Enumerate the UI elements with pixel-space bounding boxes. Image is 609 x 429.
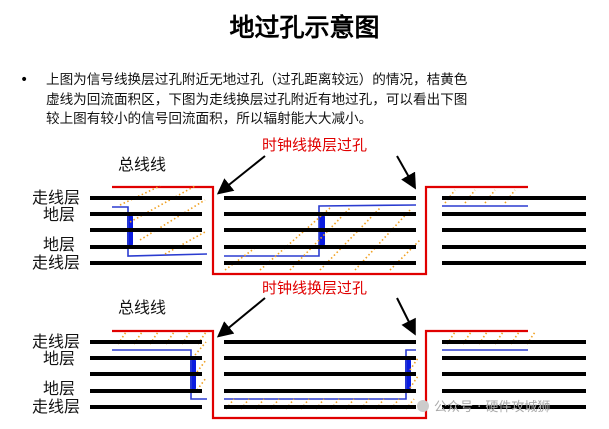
return-area-hatch	[129, 185, 196, 223]
return-area-hatch	[409, 357, 419, 371]
return-area-hatch	[165, 331, 175, 345]
return-area-hatch	[196, 377, 207, 391]
layer-label: 走线层	[32, 253, 80, 272]
description-paragraph: 上图为信号线换层过孔附近无地过孔（过孔距离较远）的情况，桔黄色 虚线为回流面积区…	[46, 71, 586, 130]
return-area-hatch	[139, 199, 206, 241]
diagram-no-ground-via: 总线线 时钟线换层过孔 走线层 地层 地层 走线层	[32, 136, 586, 276]
slide-title: 地过孔示意图	[229, 13, 380, 42]
layer-label: 走线层	[32, 332, 80, 351]
return-area-hatch	[197, 331, 207, 345]
arrow-left	[216, 297, 266, 338]
return-area-hatch	[181, 331, 191, 345]
return-area-hatch	[462, 331, 472, 345]
bullet-marker: •	[20, 72, 29, 88]
via-label: 时钟线换层过孔	[262, 136, 367, 154]
return-area-hatch	[354, 209, 411, 271]
layer-label: 地层	[43, 379, 75, 398]
signal-trace	[112, 329, 528, 420]
watermark: 公众号 · 硬件攻城狮	[417, 400, 550, 415]
return-area-hatch	[117, 331, 127, 345]
return-area-hatch	[224, 247, 256, 271]
layer-label: 走线层	[32, 397, 80, 416]
layer-label: 地层	[43, 349, 75, 368]
paragraph-line: 虚线为回流面积区，下图为走线换层过孔附近有地过孔，可以看出下图	[46, 91, 468, 108]
return-area-hatch	[510, 331, 520, 345]
return-area-hatch	[478, 331, 488, 345]
return-area-hatch	[149, 331, 159, 345]
return-area-hatch	[446, 331, 456, 345]
arrow-right	[396, 155, 416, 190]
return-area-hatch	[494, 331, 504, 345]
arrow-left	[216, 155, 266, 195]
bus-label: 总线线	[118, 298, 166, 317]
watermark-text: 公众号 · 硬件攻城狮	[434, 400, 550, 415]
layer-label: 地层	[43, 235, 75, 254]
return-area-hatch	[196, 359, 207, 373]
return-area-hatch	[409, 375, 419, 389]
via-label: 时钟线换层过孔	[262, 279, 367, 297]
bus-label: 总线线	[118, 155, 166, 174]
return-area-hatch	[319, 207, 381, 271]
return-area-hatch	[526, 331, 536, 345]
return-area-hatch	[389, 239, 421, 271]
return-area-hatch	[164, 231, 206, 255]
wechat-icon	[417, 400, 429, 412]
paragraph-line: 较上图有较小的信号回流面积，所以辐射能大大减小。	[46, 111, 373, 127]
signal-trace	[112, 185, 528, 276]
paragraph-line: 上图为信号线换层过孔附近无地过孔（过孔距离较远）的情况，桔黄色	[46, 72, 468, 88]
return-area-hatch	[119, 185, 161, 206]
diagram-with-ground-via: 总线线 时钟线换层过孔 走线层 地层 地层 走线层	[32, 279, 586, 420]
layer-label: 地层	[43, 205, 75, 224]
arrow-right	[396, 297, 416, 336]
return-area-hatch	[133, 331, 143, 345]
return-area-hatch	[194, 341, 207, 356]
layer-label: 走线层	[32, 188, 80, 207]
